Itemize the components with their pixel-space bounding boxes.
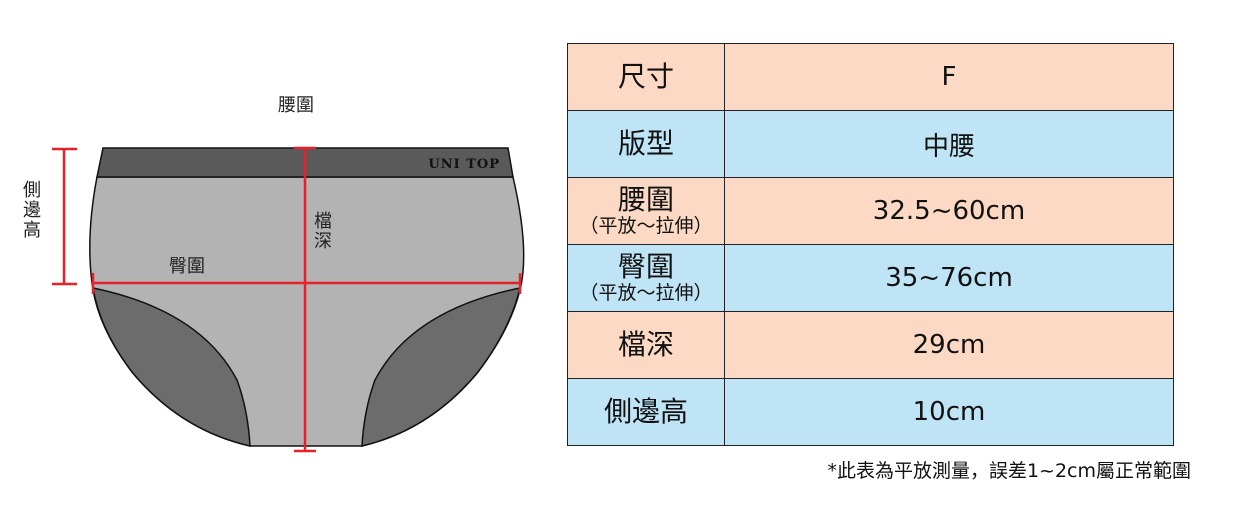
table-row-waist: 腰圍 （平放～拉伸） 32.5~60cm [567,177,1174,245]
table-row-side-height: 側邊高 10cm [567,378,1174,446]
side-label-char: 高 [23,220,41,241]
row-value: F [724,43,1174,111]
table-row-fit: 版型 中腰 [567,110,1174,178]
table-row-hip: 臀圍 （平放～拉伸） 35~76cm [567,244,1174,312]
row-value: 中腰 [724,110,1174,178]
waist-label: 腰圍 [278,95,314,116]
hip-label: 臀圍 [169,256,205,277]
rise-label-char: 檔 [314,211,332,232]
row-value: 35~76cm [724,244,1174,312]
row-label: 版型 [567,110,725,178]
measurement-footnote: *此表為平放測量，誤差1~2cm屬正常範圍 [827,460,1191,482]
rise-label-char: 深 [314,231,332,252]
row-label: 尺寸 [567,43,725,111]
underwear-illustration: UNI TOP [52,146,525,453]
side-label-char: 邊 [23,200,41,221]
row-label: 腰圍 （平放～拉伸） [567,177,725,245]
table-row-size: 尺寸 F [567,43,1174,111]
underwear-diagram: UNI TOP 腰圍 臀圍 檔 深 側 邊 高 [0,0,560,520]
row-label: 側邊高 [567,378,725,446]
rise-label: 檔 深 [313,212,333,252]
side-height-label: 側 邊 高 [22,181,42,241]
row-value: 10cm [724,378,1174,446]
row-label: 臀圍 （平放～拉伸） [567,244,725,312]
table-row-rise: 檔深 29cm [567,311,1174,379]
row-value: 32.5~60cm [724,177,1174,245]
right-leg-panel [361,287,522,447]
side-label-char: 側 [23,180,41,201]
row-value: 29cm [724,311,1174,379]
row-label: 檔深 [567,311,725,379]
size-table: 尺寸 F 版型 中腰 腰圍 （平放～拉伸） 32.5~60cm 臀圍 （平放～拉… [567,43,1174,446]
left-leg-panel [92,287,251,447]
brand-logo: UNI TOP [428,157,500,172]
